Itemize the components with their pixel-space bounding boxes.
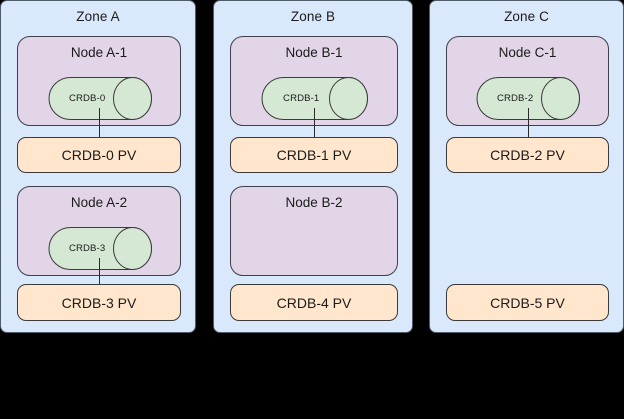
crdb-pod-cylinder: CRDB-1 bbox=[261, 77, 368, 120]
zone-title-zone-a: Zone A bbox=[76, 9, 120, 24]
node-label: Node B-2 bbox=[285, 195, 343, 210]
pod-to-pv-connector bbox=[99, 258, 100, 284]
pv-box: CRDB-0 PV bbox=[17, 137, 181, 173]
zone-title-zone-c: Zone C bbox=[504, 9, 549, 24]
crdb-pod-cylinder: CRDB-0 bbox=[48, 77, 152, 120]
pv-box: CRDB-4 PV bbox=[230, 284, 398, 321]
crdb-pod-cylinder: CRDB-3 bbox=[48, 227, 152, 270]
pv-box: CRDB-5 PV bbox=[446, 284, 609, 321]
pod-to-pv-connector bbox=[99, 108, 100, 137]
pod-to-pv-connector bbox=[528, 108, 529, 137]
pod-to-pv-connector bbox=[314, 108, 315, 137]
node-label: Node B-1 bbox=[285, 45, 343, 60]
node-label: Node A-1 bbox=[70, 45, 128, 60]
node-label: Node A-2 bbox=[70, 195, 128, 210]
pv-box: CRDB-2 PV bbox=[446, 137, 609, 173]
pv-box: CRDB-1 PV bbox=[230, 137, 398, 173]
pv-box: CRDB-3 PV bbox=[17, 284, 181, 321]
zone-title-zone-b: Zone B bbox=[290, 9, 336, 24]
node-box: Node B-2 bbox=[230, 186, 398, 276]
node-label: Node C-1 bbox=[498, 45, 557, 60]
